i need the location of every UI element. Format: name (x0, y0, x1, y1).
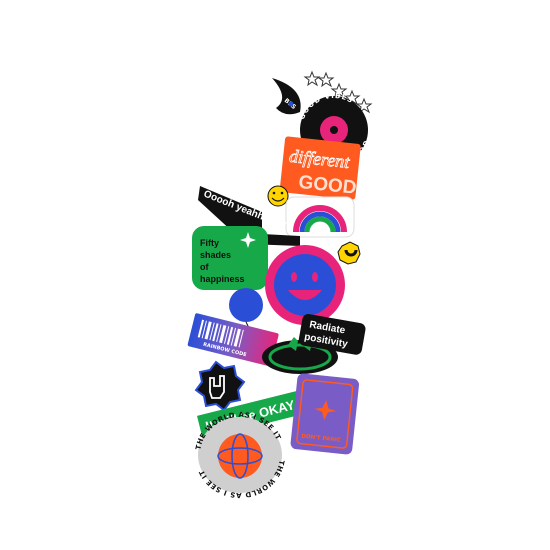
fifty-shades-sticker: Fifty shades of happiness (192, 226, 268, 290)
smiley-face-icon (267, 185, 289, 207)
star-outline-icon (330, 82, 348, 99)
dont-panic-ticket-sticker: DON'T PANIC (290, 373, 359, 455)
fifty-line-1: Fifty (200, 238, 219, 248)
radiate-positivity-sticker: Radiate positivity (298, 313, 366, 355)
happy-face-sticker (265, 245, 345, 325)
star-outline-icon (317, 71, 335, 88)
svg-text:Fifty shades of: Fifty shades of happiness (200, 238, 245, 284)
green-oval-sticker (262, 337, 338, 374)
fifty-line-3: of (200, 262, 209, 272)
world-globe-sticker: THE WORLD AS I SEE IT THE WORLD AS I SEE… (194, 411, 285, 499)
star-outline-icon (303, 70, 321, 87)
star-outline-icon (355, 97, 373, 114)
rock-hand-icon (209, 375, 225, 399)
sparkle-icon (240, 232, 256, 248)
star-outline-icon (343, 89, 361, 106)
horseshoe-icon (337, 241, 361, 265)
fifty-line-2: shades (200, 250, 231, 260)
fifty-line-4: happiness (200, 274, 245, 284)
ticket-caption: DON'T PANIC (301, 434, 341, 444)
rock-hand-sticker (194, 360, 246, 412)
different-good-sticker: different GOOD (279, 136, 361, 200)
rainbow-icon (285, 196, 355, 238)
star-outline-icons (303, 70, 373, 114)
crescent-sticker: BES (272, 78, 301, 115)
